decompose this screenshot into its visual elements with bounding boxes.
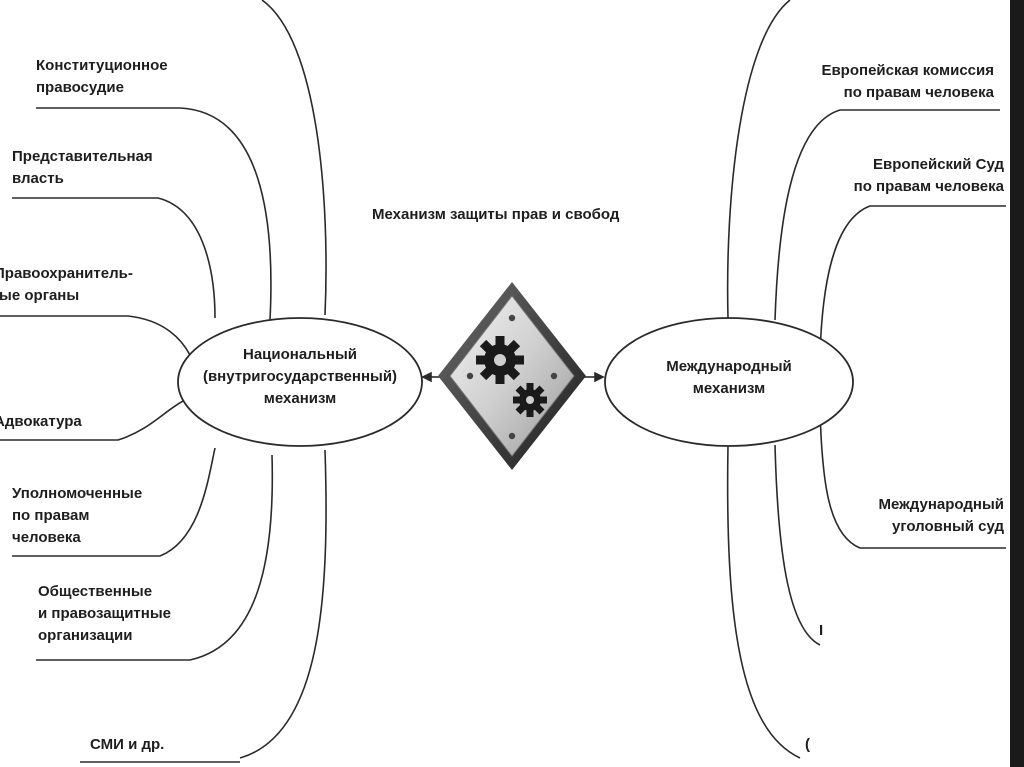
arrow-left-head: [421, 371, 432, 383]
item-constitutional-justice: Конституционное правосудие: [36, 57, 168, 96]
item-international-criminal-court: Международный уголовный суд: [878, 496, 1004, 535]
international-mechanism-ellipse: [604, 317, 854, 447]
connector-law-enforcement: [0, 315, 191, 356]
connector-left-bottom-outer: [239, 449, 327, 759]
national-mechanism-ellipse: [177, 317, 423, 447]
connector-european-commission: [774, 109, 1000, 321]
connector-icc: [819, 409, 1006, 549]
right-connector-lines: [726, 0, 1006, 759]
item-law-enforcement: Правоохранитель- ные органы: [0, 265, 133, 304]
item-european-court: Европейский Суд по правам человека: [853, 156, 1004, 195]
connector-ngo: [36, 454, 274, 661]
connector-ombudsman: [12, 447, 216, 557]
arrow-right-head: [594, 371, 605, 383]
diagram-title: Механизм защиты прав и свобод: [372, 206, 620, 223]
connector-right-fourth: [774, 444, 821, 646]
connector-left-top-outer: [261, 0, 327, 316]
connector-right-bottom-outer: [726, 444, 801, 759]
national-mechanism-label: Национальный (внутригосударственный) мех…: [202, 346, 398, 407]
left-connector-lines: [0, 0, 327, 763]
connector-constitutional: [36, 107, 272, 321]
item-public-organizations: Общественные и правозащитные организации: [38, 583, 171, 644]
item-right-fifth-fragment: (: [805, 736, 810, 753]
item-right-fourth-fragment: I: [819, 622, 824, 639]
connector-advocacy: [0, 399, 186, 441]
gears-icon: [438, 282, 586, 470]
international-mechanism-label: Международный механизм: [666, 358, 792, 397]
connector-european-court: [819, 205, 1006, 356]
item-advocacy: Адвокатура: [0, 413, 82, 430]
right-edge-bar: [1010, 0, 1024, 767]
item-representative-power: Представительная власть: [12, 148, 153, 187]
connector-right-top-outer: [726, 0, 791, 319]
item-european-commission: Европейская комиссия по правам человека: [821, 62, 994, 101]
item-media: СМИ и др.: [90, 736, 165, 753]
connector-representative: [12, 197, 216, 319]
item-ombudsman: Уполномоченные по правам человека: [12, 485, 143, 546]
